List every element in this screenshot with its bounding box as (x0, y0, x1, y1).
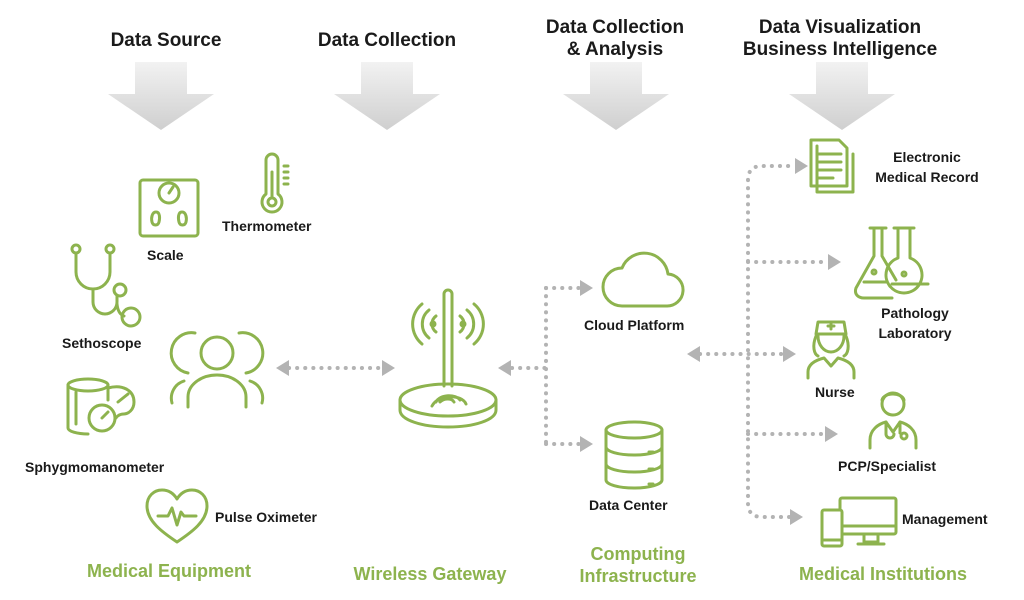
header-data-collection-analysis: Data Collection & Analysis (530, 17, 700, 61)
category-medical-equipment: Medical Equipment (86, 561, 252, 581)
header-data-visualization: Data Visualization Business Intelligence (730, 17, 950, 61)
label-nurse: Nurse (815, 384, 855, 400)
header-visualization-line1: Data Visualization (758, 17, 922, 38)
header-data-collection: Data Collection (317, 30, 457, 51)
arrowhead-pcp (825, 426, 838, 442)
arrowhead-people-left (276, 360, 289, 376)
stethoscope-icon (70, 243, 142, 328)
header-analysis-line2: & Analysis (566, 39, 664, 60)
header-analysis-line1: Data Collection (545, 17, 685, 38)
header-arrow-data-collection (334, 62, 440, 130)
label-emr-line1: Electronic (893, 149, 961, 165)
label-scale: Scale (147, 247, 184, 263)
label-emr-line2: Medical Record (875, 169, 979, 185)
label-thermometer: Thermometer (222, 218, 312, 234)
cloud-icon (601, 251, 685, 308)
people-icon (169, 331, 265, 409)
header-arrow-data-source (108, 62, 214, 130)
database-icon (604, 420, 664, 490)
sphygmomanometer-icon (66, 377, 136, 436)
label-pulse-oximeter: Pulse Oximeter (215, 509, 317, 525)
category-computing-line2: Infrastructure (579, 566, 697, 586)
category-computing-line1: Computing (590, 544, 686, 564)
label-management: Management (902, 511, 988, 527)
arrowhead-gateway-left (498, 360, 511, 376)
scale-icon (138, 178, 200, 238)
arrowhead-cloud-left (687, 346, 700, 362)
arrowhead-emr (795, 158, 808, 174)
arrowhead-gateway-right (382, 360, 395, 376)
category-medical-institutions: Medical Institutions (798, 564, 967, 584)
label-pathology-line2: Laboratory (878, 325, 952, 341)
connector-institution-bus (746, 164, 797, 519)
label-cloud-platform: Cloud Platform (584, 317, 685, 333)
medical-record-icon (809, 138, 855, 194)
header-arrow-analysis (563, 62, 669, 130)
arrowhead-nurse (783, 346, 796, 362)
computer-icon (820, 496, 898, 548)
nurse-icon (806, 320, 856, 380)
label-pathology: Pathology Laboratory (860, 303, 970, 343)
category-wireless-gateway: Wireless Gateway (353, 564, 507, 584)
header-data-source: Data Source (110, 30, 222, 51)
label-sphygmomanometer: Sphygmomanometer (25, 459, 165, 475)
label-emr: Electronic Medical Record (864, 147, 990, 187)
thermometer-icon (260, 152, 290, 214)
arrowhead-pathology (828, 254, 841, 270)
flask-icon (854, 226, 930, 300)
label-data-center: Data Center (589, 497, 668, 513)
header-arrow-visualization (789, 62, 895, 130)
header-visualization-line2: Business Intelligence (742, 39, 938, 60)
arrowhead-management (790, 509, 803, 525)
arrowhead-cloud (580, 280, 593, 296)
doctor-icon (868, 391, 918, 450)
category-computing-infrastructure: Computing Infrastructure (556, 543, 720, 587)
label-pathology-line1: Pathology (881, 305, 949, 321)
label-stethoscope: Sethoscope (62, 335, 142, 351)
label-pcp-specialist: PCP/Specialist (838, 458, 937, 474)
pulse-oximeter-icon (145, 488, 209, 544)
wireless-router-icon (398, 288, 498, 429)
arrowhead-datacenter (580, 436, 593, 452)
